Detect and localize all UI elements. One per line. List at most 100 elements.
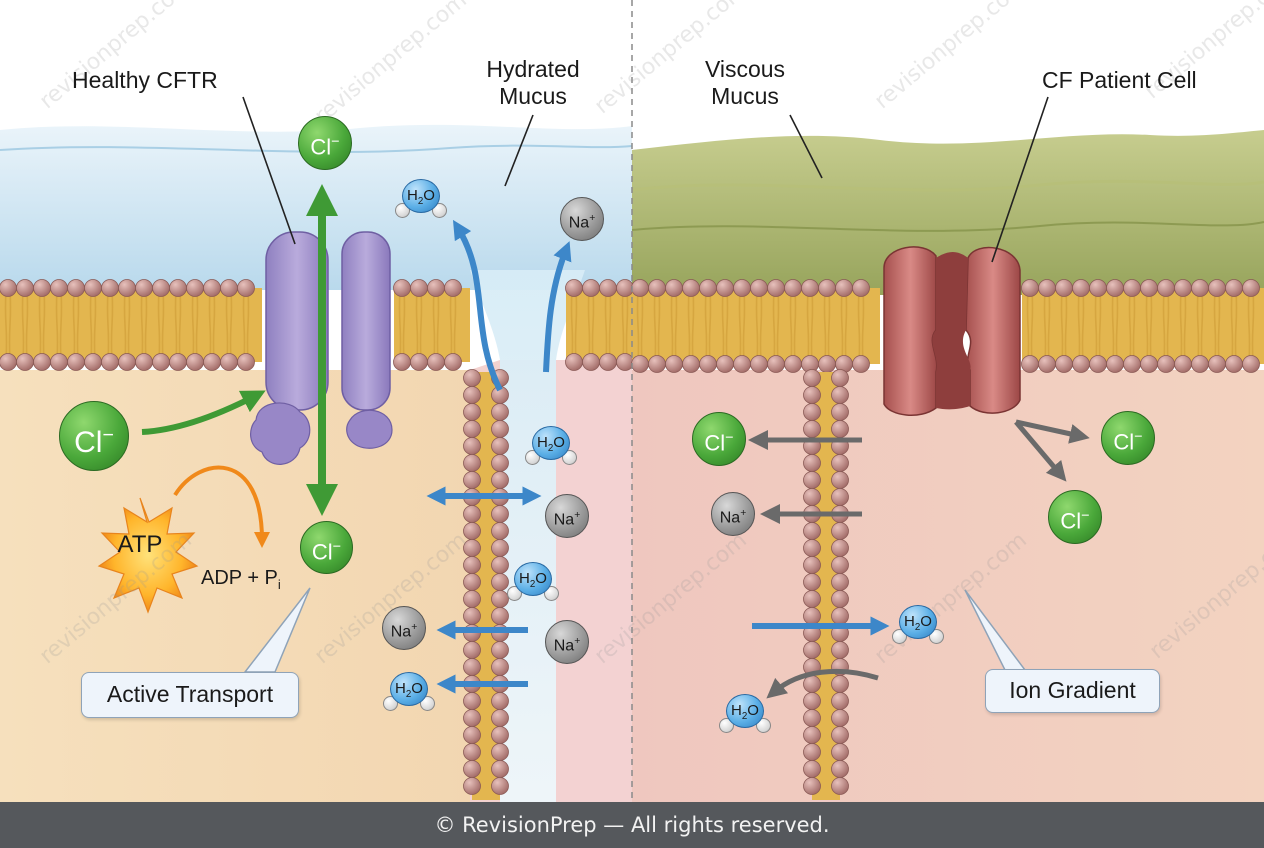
phospholipid-head <box>393 353 411 371</box>
lipid-tail <box>1230 289 1238 363</box>
hydrated-mucus-line-2: Mucus <box>499 83 567 109</box>
phospholipid-head <box>831 369 849 387</box>
phospholipid-head <box>803 726 821 744</box>
phospholipid-head <box>463 573 481 591</box>
phospholipid-head <box>648 355 666 373</box>
active-transport-callout: Active Transport <box>81 672 299 718</box>
phospholipid-head <box>648 279 666 297</box>
ion-charge: − <box>1134 429 1143 445</box>
phospholipid-head <box>463 641 481 659</box>
phospholipid-head <box>831 454 849 472</box>
phospholipid-head <box>803 709 821 727</box>
phospholipid-head <box>67 353 85 371</box>
phospholipid-head <box>1208 279 1226 297</box>
phospholipid-head <box>1106 279 1124 297</box>
phospholipid-head <box>750 279 768 297</box>
phospholipid-head <box>801 279 819 297</box>
phospholipid-head <box>784 279 802 297</box>
water-molecule: H2O <box>394 179 448 223</box>
lipid-tail <box>840 289 848 363</box>
lipid-tail <box>55 289 63 361</box>
cf-patient-cell-label: CF Patient Cell <box>1042 67 1197 93</box>
lipid-tail <box>106 289 114 361</box>
lipid-tail <box>174 289 182 361</box>
phospholipid-head <box>410 353 428 371</box>
phospholipid-head <box>803 573 821 591</box>
atp-hydrolysis-arrow <box>173 465 270 548</box>
ion-gradient-callout: Ion Gradient <box>985 669 1160 713</box>
phospholipid-head <box>427 279 445 297</box>
phospholipid-head <box>16 279 34 297</box>
phospholipid-head <box>831 590 849 608</box>
lipid-tail <box>191 289 199 361</box>
cf-cl-split-arrow-1 <box>1015 419 1090 444</box>
cf-water-loss-arrow <box>766 668 879 699</box>
phospholipid-head <box>682 355 700 373</box>
lipid-tail <box>1077 289 1085 363</box>
phospholipid-head <box>565 353 583 371</box>
phospholipid-head <box>491 658 509 676</box>
phospholipid-head <box>831 777 849 795</box>
phospholipid-head <box>1021 279 1039 297</box>
cl-entry-arrow <box>141 390 266 435</box>
water-h: H <box>395 680 406 697</box>
phospholipid-head <box>491 522 509 540</box>
phospholipid-head <box>831 709 849 727</box>
phospholipid-head <box>491 437 509 455</box>
water-h: H <box>904 613 915 630</box>
lipid-tail <box>587 289 595 361</box>
phospholipid-head <box>491 420 509 438</box>
healthy-cftr-label: Healthy CFTR <box>72 67 218 93</box>
phospholipid-head <box>1089 355 1107 373</box>
water-molecule: H2O <box>891 605 945 649</box>
phospholipid-head <box>733 355 751 373</box>
phospholipid-head <box>203 279 221 297</box>
phospholipid-head <box>831 675 849 693</box>
phospholipid-head <box>491 777 509 795</box>
phospholipid-head <box>1242 355 1260 373</box>
ion-charge: − <box>331 134 340 150</box>
na-efflux-arrow <box>543 241 572 373</box>
phospholipid-head <box>699 355 717 373</box>
phospholipid-head <box>831 743 849 761</box>
phospholipid-head <box>831 386 849 404</box>
lipid-tail <box>242 289 250 361</box>
phospholipid-head <box>803 641 821 659</box>
ion-symbol: Na <box>568 214 590 232</box>
ion-charge: − <box>1081 508 1090 524</box>
phospholipid-head <box>803 522 821 540</box>
ion-charge: + <box>574 510 581 521</box>
phospholipid-head <box>101 279 119 297</box>
phospholipid-head <box>599 353 617 371</box>
phospholipid-head <box>33 279 51 297</box>
lipid-tail <box>670 289 678 363</box>
phospholipid-head <box>463 505 481 523</box>
phospholipid-head <box>1174 355 1192 373</box>
hydrated-mucus-label: Hydrated Mucus <box>468 56 598 110</box>
ion-symbol: Cl <box>310 134 332 160</box>
viscous-mucus-label: Viscous Mucus <box>680 56 810 110</box>
phospholipid-head <box>1208 355 1226 373</box>
water-molecule: H2O <box>506 562 560 606</box>
water-molecule: H2O <box>524 426 578 470</box>
phospholipid-head <box>463 454 481 472</box>
ion-charge: + <box>740 508 747 519</box>
phospholipid-head <box>186 353 204 371</box>
water-subscript: 2 <box>529 579 536 590</box>
phospholipid-head <box>444 279 462 297</box>
phospholipid-head <box>1123 279 1141 297</box>
lipid-tail <box>123 289 131 361</box>
phospholipid-head <box>101 353 119 371</box>
phospholipid-head <box>1191 355 1209 373</box>
lipid-tail <box>653 289 661 363</box>
water-h: H <box>407 187 418 204</box>
phospholipid-head <box>818 355 836 373</box>
lipid-tail <box>1094 289 1102 363</box>
chloride-ion: Cl− <box>298 116 352 170</box>
phospholipid-head <box>491 403 509 421</box>
phospholipid-head <box>803 692 821 710</box>
phospholipid-head <box>463 437 481 455</box>
phospholipid-head <box>852 355 870 373</box>
phospholipid-head <box>1191 279 1209 297</box>
